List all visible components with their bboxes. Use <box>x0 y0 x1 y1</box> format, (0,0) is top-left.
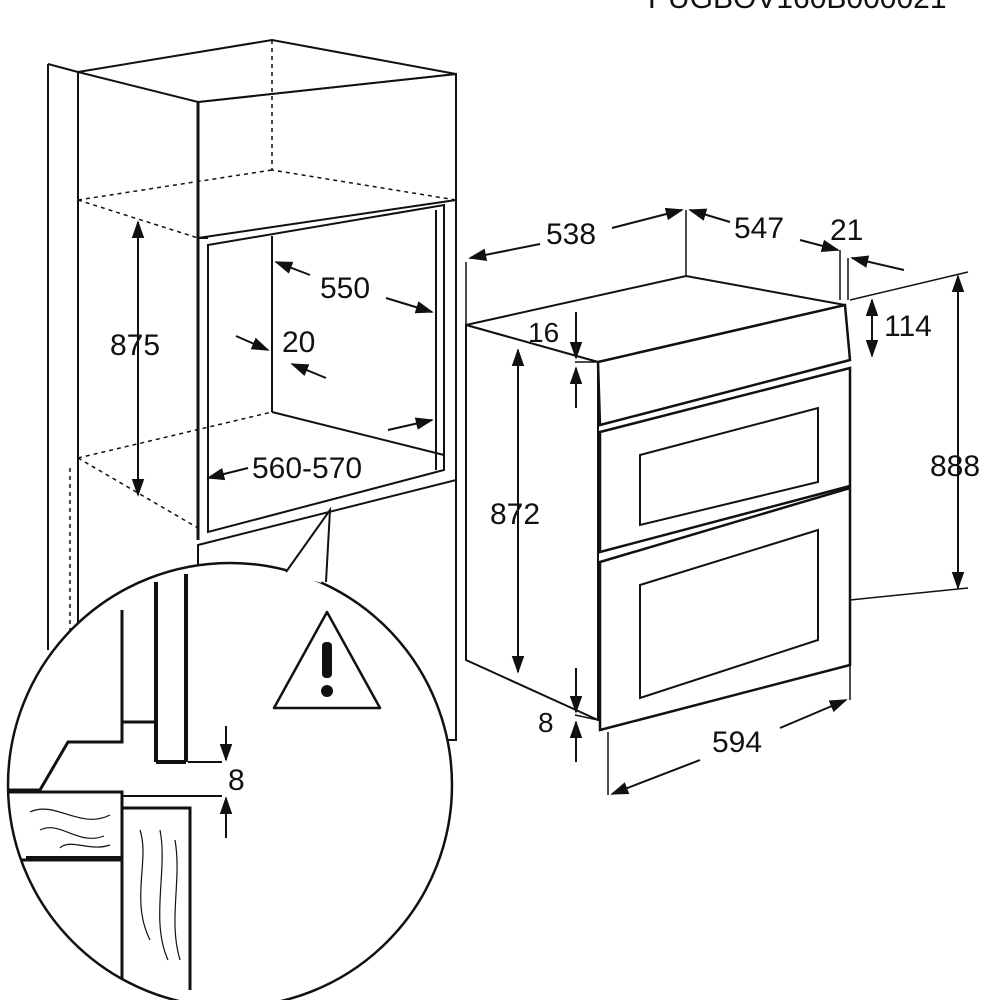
dim-niche-depth: 550 <box>320 272 370 305</box>
detail-callout: 8 <box>6 506 454 1005</box>
dim-oven-body-depth: 538 <box>546 218 596 251</box>
dim-niche-height: 875 <box>110 329 160 362</box>
dim-niche-width: 560-570 <box>252 452 362 485</box>
dim-oven-width: 594 <box>712 726 762 759</box>
drawing-code: PUGBOV160B000021 <box>648 0 947 15</box>
dim-detail-gap: 8 <box>228 764 245 797</box>
dim-door-thickness: 21 <box>830 214 863 247</box>
dim-total-height: 888 <box>930 450 980 483</box>
dim-back-gap: 20 <box>282 326 315 359</box>
oven-dimensions <box>465 210 969 795</box>
dim-panel-height: 114 <box>884 310 932 343</box>
dim-bottom-offset: 8 <box>538 707 554 738</box>
dim-body-height: 872 <box>490 498 540 531</box>
oven <box>465 274 852 732</box>
cabinet-dimensions <box>131 220 434 497</box>
hidden-edges <box>69 40 457 650</box>
dim-oven-total-depth: 547 <box>734 212 784 245</box>
warning-triangle-icon <box>272 610 382 710</box>
dim-top-offset: 16 <box>528 317 559 348</box>
